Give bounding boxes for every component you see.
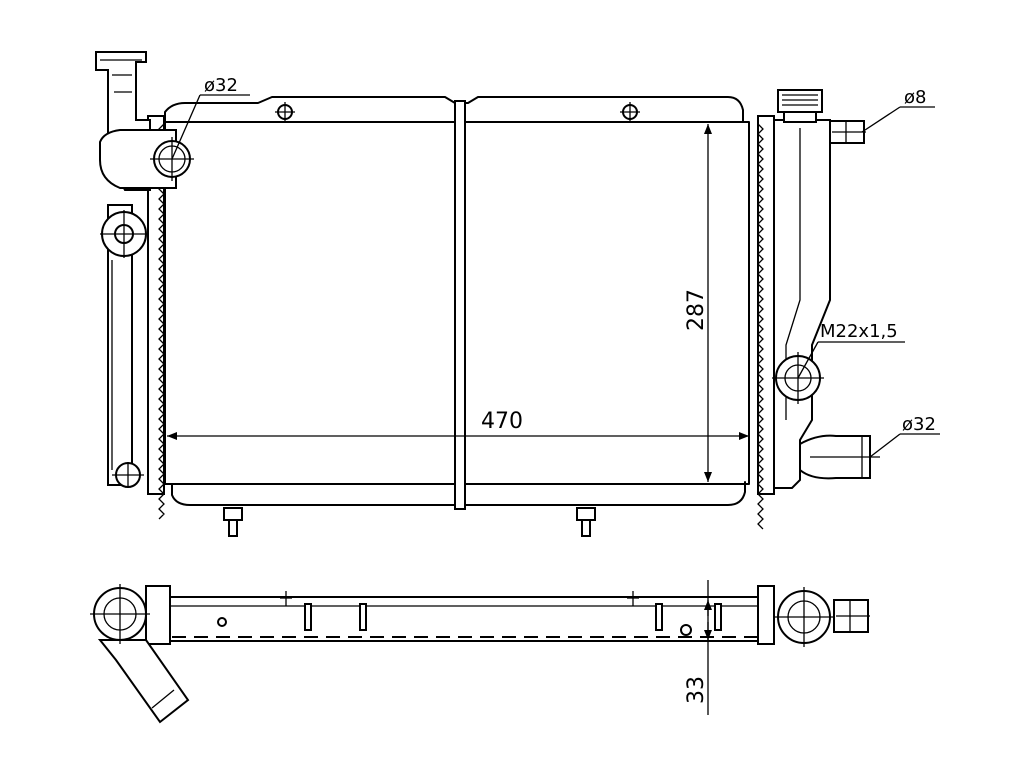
width-label: 470 bbox=[481, 409, 523, 434]
front-view: 470 287 ø32 ø8 M22x1,5 ø32 bbox=[95, 51, 940, 537]
width-dimension: 470 bbox=[167, 406, 749, 440]
callout-bleed: ø8 bbox=[861, 87, 935, 133]
callout-inlet-label: ø32 bbox=[204, 75, 238, 96]
height-dimension: 287 bbox=[684, 124, 712, 482]
height-label: 287 bbox=[684, 289, 709, 331]
bottom-pin-right bbox=[576, 507, 596, 537]
outlet-pipe bbox=[799, 434, 880, 480]
top-bracket bbox=[164, 96, 744, 123]
callout-inlet: ø32 bbox=[171, 75, 250, 160]
right-tank bbox=[757, 89, 866, 530]
top-view-inlet bbox=[90, 584, 190, 724]
top-view-outlet bbox=[774, 587, 870, 647]
callout-outlet: ø32 bbox=[869, 414, 940, 458]
callout-outlet-label: ø32 bbox=[902, 414, 936, 435]
top-bolt-left bbox=[275, 102, 295, 122]
depth-dimension: 33 bbox=[684, 580, 712, 715]
callout-drain-label: M22x1,5 bbox=[820, 321, 898, 342]
center-strap bbox=[454, 100, 466, 510]
bottom-pin-left bbox=[223, 507, 243, 537]
top-bolt-right bbox=[620, 102, 640, 122]
callout-drain: M22x1,5 bbox=[797, 321, 905, 379]
left-tank bbox=[95, 51, 177, 520]
callout-bleed-label: ø8 bbox=[904, 87, 926, 108]
top-view-rail bbox=[169, 596, 759, 642]
depth-label: 33 bbox=[684, 676, 709, 704]
top-view: 33 bbox=[90, 580, 870, 724]
